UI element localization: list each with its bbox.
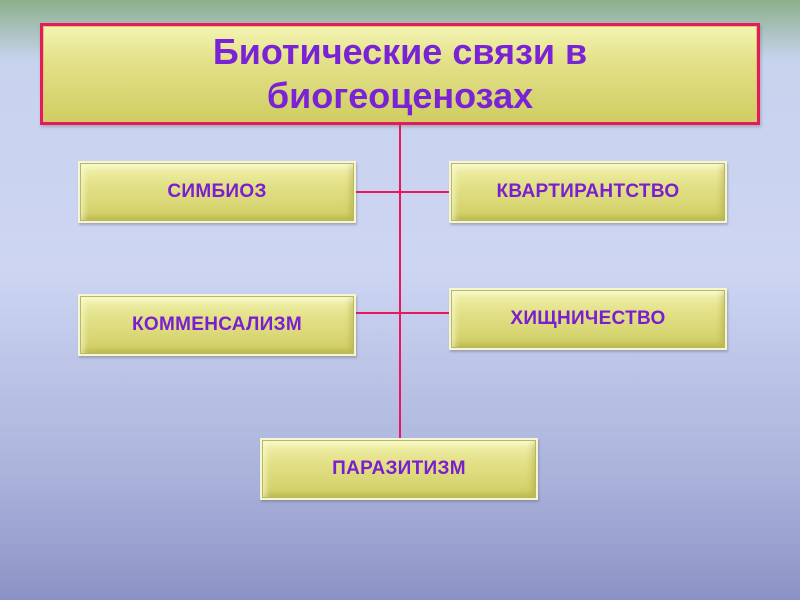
page-title: Биотические связи в биогеоценозах xyxy=(213,30,587,118)
node-parazitizm: ПАРАЗИТИЗМ xyxy=(260,438,538,500)
node-symbiosis: СИМБИОЗ xyxy=(78,161,356,223)
title-line-1: Биотические связи в xyxy=(212,31,588,72)
node-hischnichestvo: ХИЩНИЧЕСТВО xyxy=(449,288,727,350)
node-kvartirantstvo: КВАРТИРАНТСТВО xyxy=(449,161,727,223)
title-line-2: биогеоценозах xyxy=(266,75,534,116)
title-box: Биотические связи в биогеоценозах xyxy=(40,23,760,125)
node-kommensalizm: КОММЕНСАЛИЗМ xyxy=(78,294,356,356)
